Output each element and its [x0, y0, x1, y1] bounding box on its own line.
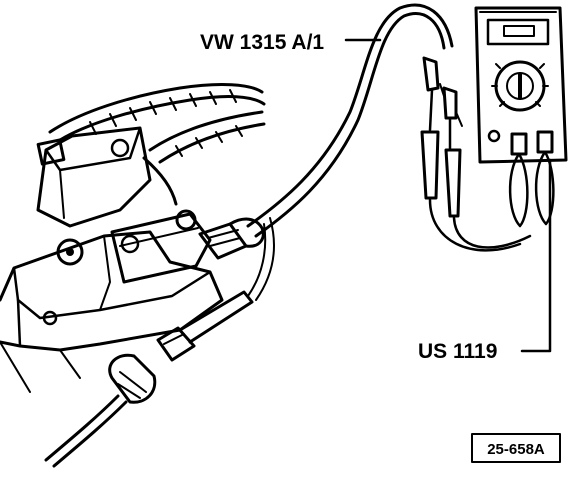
meter-leader-line	[520, 158, 552, 353]
callout-meter: US 1119	[418, 158, 552, 363]
meter-label: US 1119	[418, 340, 497, 363]
test-probes	[420, 56, 532, 252]
multimeter	[474, 6, 568, 228]
connector-plug-upper	[198, 217, 265, 260]
figure-id: 25-658A	[487, 441, 545, 458]
engine-assembly	[0, 83, 266, 393]
connector-plug-bottom	[44, 353, 157, 468]
callout-tester: VW 1315 A/1	[200, 31, 382, 54]
tester-cable	[246, 3, 454, 301]
figure-id-box: 25-658A	[471, 433, 561, 463]
connector-plug-lower	[156, 290, 254, 362]
tester-label: VW 1315 A/1	[200, 31, 324, 54]
